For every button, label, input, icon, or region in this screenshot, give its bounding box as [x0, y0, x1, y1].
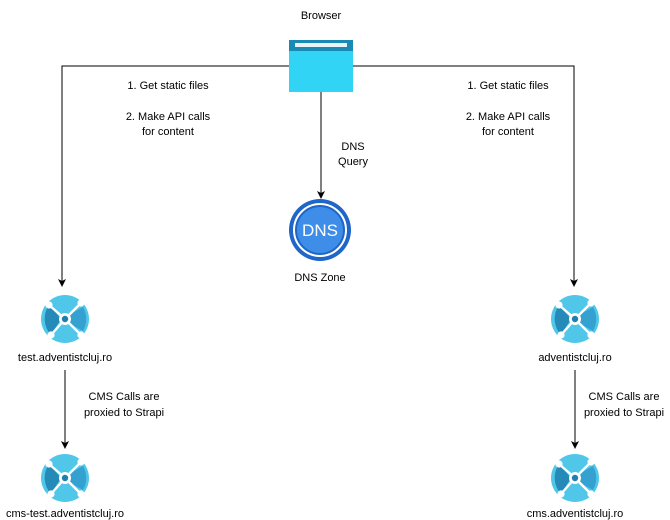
edge-label-line: proxied to Strapi: [584, 407, 664, 419]
edge-label-line: proxied to Strapi: [84, 407, 164, 419]
cms-prod-label: cms.adventistcluj.ro: [527, 508, 624, 520]
edge-label-line: 1. Get static files: [467, 80, 549, 92]
edge-label-to-test: 1. Get static files 2. Make API calls fo…: [126, 80, 211, 138]
edge-label-line: CMS Calls are: [89, 391, 160, 403]
browser-label: Browser: [301, 10, 342, 22]
app-service-icon: [549, 293, 601, 345]
browser-window-icon: [289, 40, 353, 92]
edge-label-line: for content: [142, 126, 194, 138]
edge-label-line: 2. Make API calls: [466, 111, 551, 123]
edge-label-to-prod: 1. Get static files 2. Make API calls fo…: [466, 80, 551, 138]
browser-node: Browser: [289, 10, 353, 92]
dns-icon-text: DNS: [302, 221, 338, 240]
edges: [58, 65, 579, 449]
cms-prod-node: cms.adventistcluj.ro: [527, 452, 624, 520]
dns-zone-node: DNS DNS Zone: [289, 199, 351, 284]
test-site-label: test.adventistcluj.ro: [18, 352, 112, 364]
edge-label-dns-query: DNS Query: [338, 141, 368, 168]
edge-label-cms-prod: CMS Calls are proxied to Strapi: [584, 391, 664, 419]
cms-test-node: cms-test.adventistcluj.ro: [6, 452, 124, 520]
edge-label-line: DNS: [341, 141, 364, 153]
test-site-node: test.adventistcluj.ro: [18, 293, 112, 364]
dns-zone-icon: DNS: [289, 199, 351, 261]
dns-zone-label: DNS Zone: [294, 272, 345, 284]
cms-test-label: cms-test.adventistcluj.ro: [6, 508, 124, 520]
app-service-icon: [39, 293, 91, 345]
edge-label-line: Query: [338, 156, 368, 168]
app-service-icon: [549, 452, 601, 504]
prod-site-label: adventistcluj.ro: [538, 352, 611, 364]
edge-label-line: for content: [482, 126, 534, 138]
prod-site-node: adventistcluj.ro: [538, 293, 612, 364]
edge-browser-to-prod: [352, 65, 578, 287]
edge-label-line: 2. Make API calls: [126, 111, 211, 123]
edge-browser-to-test: [58, 65, 290, 287]
edge-label-line: CMS Calls are: [589, 391, 660, 403]
edge-label-cms-test: CMS Calls are proxied to Strapi: [84, 391, 164, 419]
edge-label-line: 1. Get static files: [127, 80, 209, 92]
app-service-icon: [39, 452, 91, 504]
